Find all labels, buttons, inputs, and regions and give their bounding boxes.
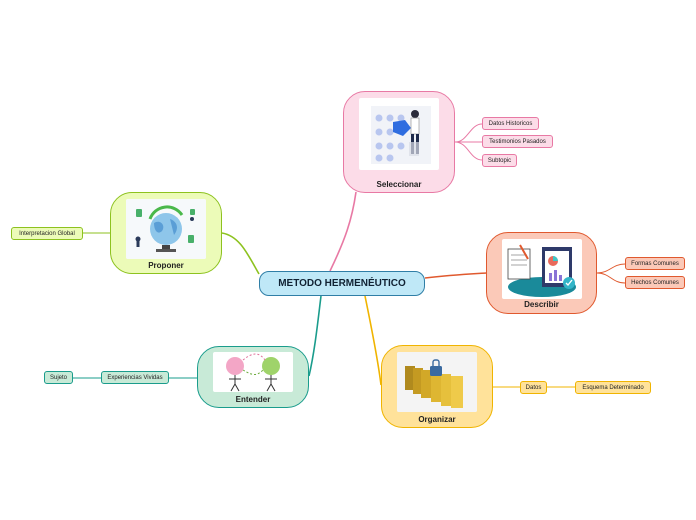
leaf-datos-historicos[interactable]: Datos Historicos: [482, 117, 539, 130]
leaf-formas-comunes[interactable]: Formas Comunes: [625, 257, 685, 270]
two-people-thinking-icon: [213, 352, 293, 392]
leaf-datos[interactable]: Datos: [520, 381, 547, 394]
globe-network-icon: [126, 199, 206, 259]
central-topic[interactable]: METODO HERMENÉUTICO: [259, 271, 425, 296]
node-describir-label: Describir: [524, 300, 559, 309]
connector-seleccionar: [329, 191, 357, 272]
node-organizar-label: Organizar: [418, 415, 456, 424]
leaf-testimonios-pasados[interactable]: Testimonios Pasados: [482, 135, 553, 148]
node-entender-label: Entender: [235, 395, 271, 404]
node-seleccionar[interactable]: Seleccionar: [343, 91, 455, 193]
node-organizar[interactable]: Organizar: [381, 345, 493, 428]
node-seleccionar-label: Seleccionar: [376, 180, 422, 189]
connector-describir: [424, 272, 487, 279]
central-topic-label: METODO HERMENÉUTICO: [278, 278, 406, 289]
leaf-experiencias-vividas[interactable]: Experiencias Vividas: [101, 371, 169, 384]
leaf-esquema-determinado[interactable]: Esquema Determinado: [575, 381, 651, 394]
leaf-sujeto[interactable]: Sujeto: [44, 371, 73, 384]
analytics-person-icon: [359, 98, 439, 170]
leaf-hechos-comunes[interactable]: Hechos Comunes: [625, 276, 685, 289]
report-documents-icon: [501, 239, 582, 299]
node-entender[interactable]: Entender: [197, 346, 309, 408]
leaf-subtopic[interactable]: Subtopic: [482, 154, 517, 167]
node-describir[interactable]: Describir: [486, 232, 597, 314]
node-proponer[interactable]: Proponer: [110, 192, 222, 274]
file-folders-icon: [397, 352, 477, 412]
node-proponer-label: Proponer: [148, 261, 184, 270]
connector-entender: [308, 295, 322, 377]
connector-organizar: [364, 295, 382, 386]
leaf-interpretacion-global[interactable]: Interpretacion Global: [11, 227, 83, 240]
connector-proponer: [221, 232, 260, 275]
